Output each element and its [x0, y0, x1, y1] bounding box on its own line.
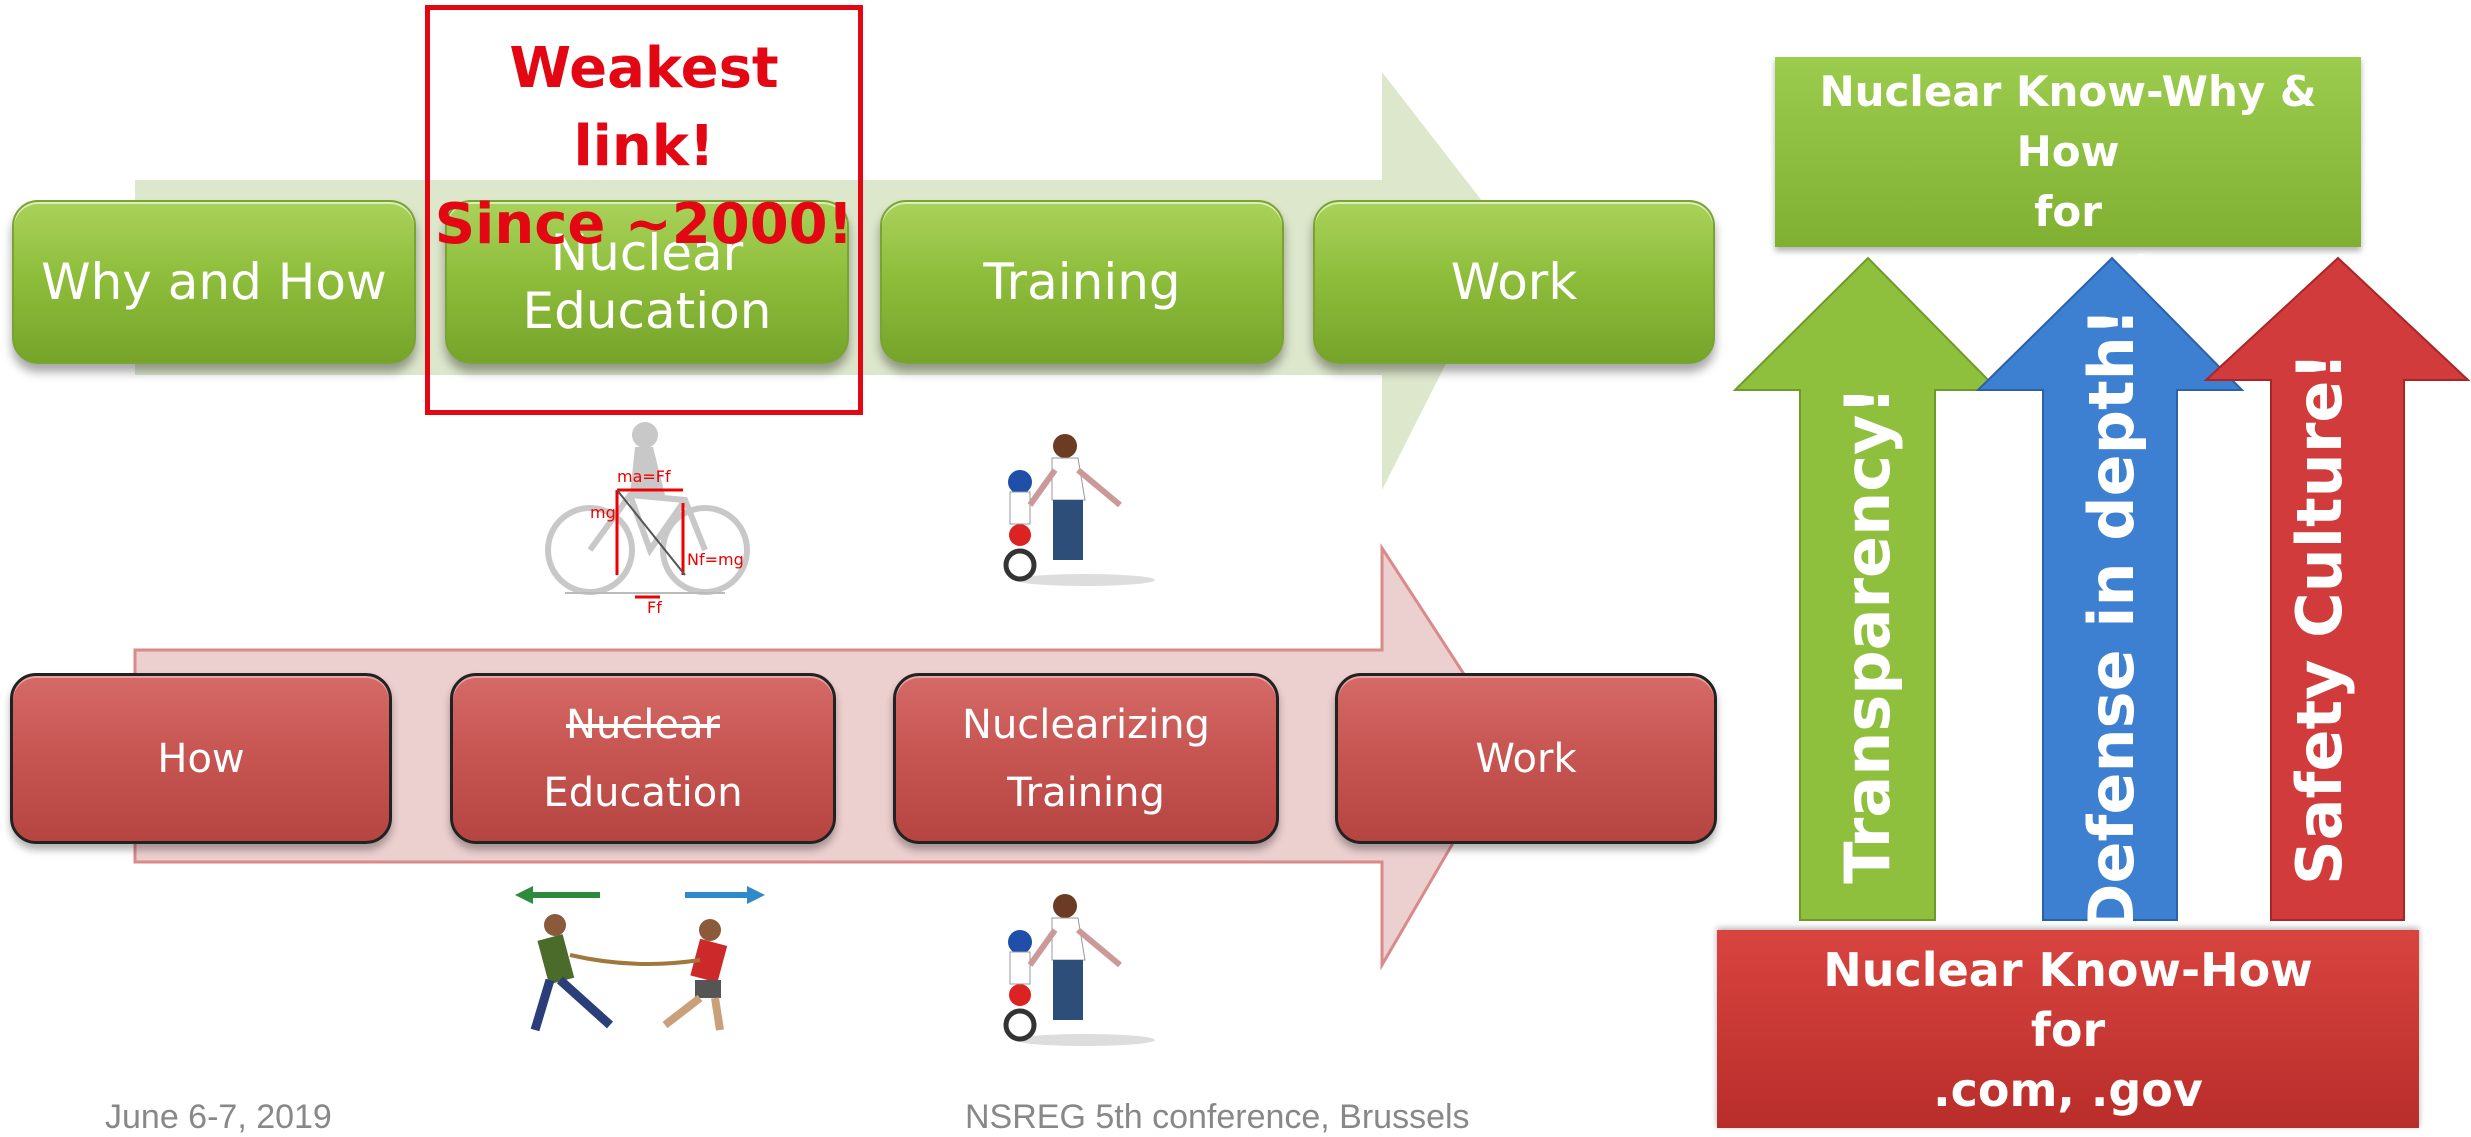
nuclearizing-training-box: Nuclearizing Training: [893, 673, 1279, 844]
upward-arrows: [1732, 256, 2471, 921]
safety-culture-arrow: [2203, 256, 2471, 921]
training-label: Training: [1007, 769, 1165, 816]
safety-culture-label: Safety Culture!: [2283, 352, 2356, 885]
defense-in-depth-label: Defense in depth!: [2075, 307, 2148, 935]
education-label: Education: [543, 769, 743, 816]
struck-nuclear-label: Nuclear: [566, 701, 720, 748]
tug-of-war-icon: [515, 886, 765, 1032]
callout-line1: Weakest link!: [509, 36, 779, 179]
footer-event: NSREG 5th conference, Brussels: [965, 1098, 1470, 1136]
nuclear-education-box: Nuclear Education: [445, 200, 849, 364]
bike-label-nf: Nf=mg: [687, 550, 744, 569]
bike-label-ma: ma=Ff: [617, 467, 671, 486]
training-box: Training: [880, 200, 1284, 364]
defense-in-depth-arrow: [1975, 256, 2245, 921]
know-why-how-box: Nuclear Know-Why & How for .com, .gov, .…: [1775, 57, 2361, 356]
know-how-line1: Nuclear Know-How: [1823, 943, 2313, 997]
transparency-arrow: [1732, 256, 2001, 921]
why-and-how-box: Why and How: [12, 200, 416, 364]
transparency-label: Transparency!: [1831, 386, 1904, 884]
weakest-link-callout: Weakest link! Since ~2000!: [425, 5, 863, 415]
know-why-line1: Nuclear Know-Why & How: [1819, 67, 2317, 176]
footer-date: June 6-7, 2019: [105, 1098, 332, 1136]
bike-label-ff: Ff: [647, 598, 662, 615]
work-box-bottom: Work: [1335, 673, 1717, 844]
how-box: How: [10, 673, 392, 844]
nuclear-education-struck-box: Nuclear Education: [450, 673, 836, 844]
parent-child-bike-icon-bottom: [1003, 894, 1155, 1046]
know-how-line3: .com, .gov: [1933, 1063, 2203, 1117]
callout-line2: Since ~2000!: [434, 192, 854, 257]
bicycle-physics-icon: ma=Ff mg Nf=mg Ff: [545, 422, 750, 615]
know-how-line2: for: [2030, 1003, 2106, 1057]
know-why-line2: for: [2034, 187, 2102, 236]
work-box-top: Work: [1313, 200, 1715, 364]
bike-label-mg: mg: [590, 503, 616, 522]
parent-child-bike-icon-top: [1003, 434, 1155, 586]
know-how-box: Nuclear Know-How for .com, .gov: [1717, 930, 2419, 1128]
nuclearizing-label: Nuclearizing: [962, 701, 1210, 748]
